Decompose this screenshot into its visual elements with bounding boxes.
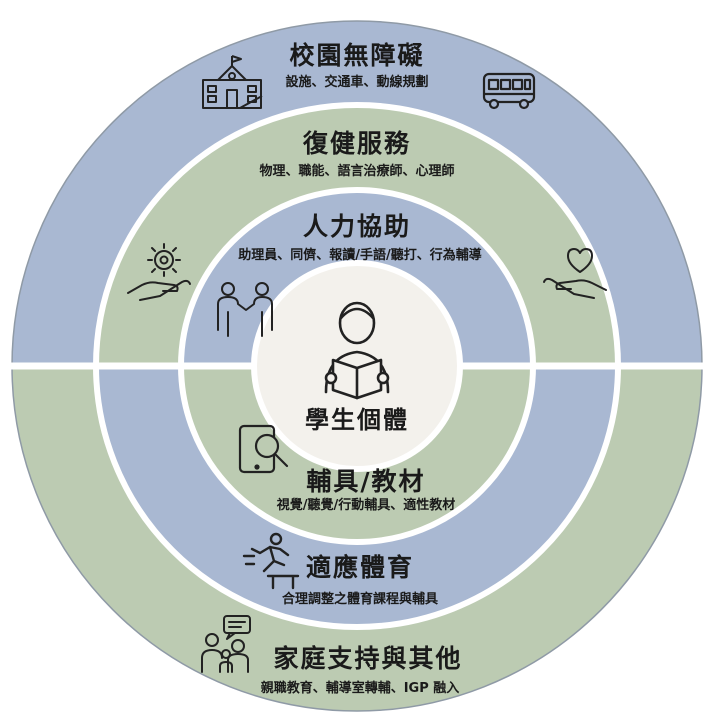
upper-middle-subtitle: 物理、職能、語言治療師、心理師 — [259, 164, 455, 179]
upper-outer-title: 校園無障礙 — [289, 41, 425, 70]
lower-inner-subtitle: 視覺/聽覺/行動輔具、適性教材 — [276, 498, 456, 513]
student-reading-icon — [324, 301, 390, 400]
gear-hand-icon — [127, 243, 191, 301]
lower-middle-subtitle: 合理調整之體育課程與輔具 — [281, 592, 439, 607]
lower-outer-title: 家庭支持與其他 — [273, 644, 463, 673]
upper-middle-title: 復健服務 — [302, 129, 412, 158]
upper-inner-title: 人力協助 — [302, 212, 412, 241]
family-chat-icon — [201, 615, 251, 673]
upper-inner-subtitle: 助理員、同儕、報讀/手語/聽打、行為輔導 — [238, 248, 482, 263]
center-disc — [251, 260, 463, 472]
tablet-magnifier-icon — [238, 424, 289, 474]
upper-outer-subtitle: 設施、交通車、動線規劃 — [285, 75, 429, 90]
lower-middle-title: 適應體育 — [305, 553, 415, 582]
bus-icon — [482, 72, 536, 110]
heart-hand-icon — [543, 248, 607, 299]
lower-inner-title: 輔具/教材 — [306, 467, 426, 496]
people-helping-icon — [217, 282, 273, 337]
school-building-icon — [202, 55, 263, 109]
runner-hurdle-icon — [242, 532, 300, 590]
lower-outer-subtitle: 親職教育、輔導室轉輔、IGP 融入 — [260, 681, 460, 696]
center-title: 學生個體 — [305, 406, 409, 434]
